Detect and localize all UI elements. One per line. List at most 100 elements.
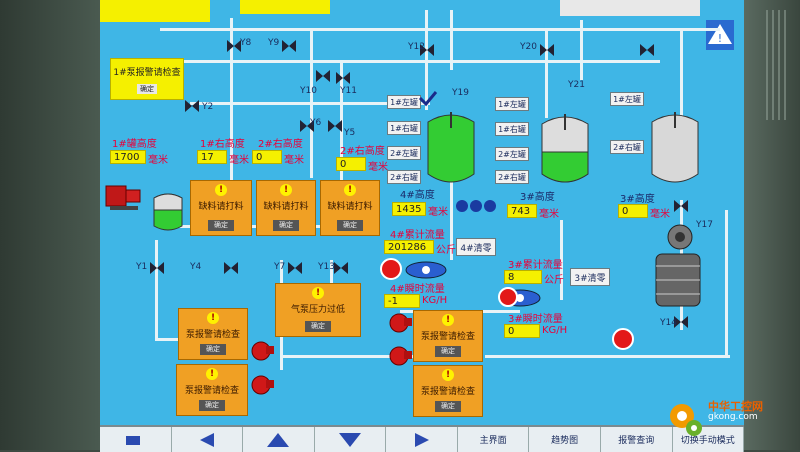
arrow-right-icon [414,432,429,447]
pump-alarm-box-3: !泵报警请检查确定 [413,310,483,362]
flow-4-inst-unit: KG/H [422,295,448,306]
pump-ack-button[interactable]: 确定 [435,346,461,357]
alarm-query-button[interactable]: 报警查询 [601,427,673,452]
arrow-down-icon [338,432,361,447]
flow-4-total-value: 201286 [384,240,434,254]
tank-select-button[interactable]: 2#右罐 [495,170,529,184]
tank-select-button[interactable]: 1#左罐 [387,95,421,109]
valve-icon[interactable] [336,72,350,84]
tank-6-level-label: 3#高度 [620,194,655,205]
valve-label: Y9 [268,38,280,48]
tank-select-button[interactable]: 1#左罐 [610,92,644,106]
pump-1-ack-button[interactable]: 确定 [137,83,157,94]
pump-icon[interactable] [250,340,276,362]
home-icon-button[interactable] [100,427,172,452]
valve-icon[interactable] [300,120,314,132]
valve-label: Y12 [408,42,425,52]
valve-icon[interactable] [150,262,164,274]
pump-alarm-text: 泵报警请检查 [184,386,239,396]
flow-3-reset-button[interactable]: 3#清零 [570,268,610,286]
up-screen-button[interactable] [243,427,315,452]
down-screen-button[interactable] [315,427,387,452]
valve-icon[interactable] [282,40,296,52]
transfer-pump-icon [456,200,496,212]
valve-icon[interactable] [227,40,241,52]
tank-select-button[interactable]: 2#右罐 [387,170,421,184]
flow-4-inst-label: 4#瞬时流量 [390,284,445,295]
tank-l-level-value: 17 [197,150,227,164]
tank-3-level-label: 2#右高度 [340,146,385,157]
pump-1-alarm-text: 1#泵报警请检查 [113,67,181,78]
tank-select-button[interactable]: 2#右罐 [610,140,644,154]
flow-4-status-light[interactable] [380,258,402,280]
valve-icon[interactable] [185,100,199,112]
pump-ack-button[interactable]: 确定 [200,344,226,355]
pump-ack-button[interactable]: 确定 [199,400,225,411]
tank-select-button[interactable]: 1#右罐 [387,121,421,135]
flow-3-status-light[interactable] [498,287,518,307]
hmi-screen: ! 1#泵报警请检查 确定 1#罐高度 1700 毫米 [100,0,744,425]
tank-select-button[interactable]: 1#左罐 [495,97,529,111]
pump-icon[interactable] [250,374,276,396]
feed-alarm-text: 缺料请打料 [198,202,244,212]
header-block [560,0,700,16]
flow-4-total-unit: 公斤 [436,245,456,256]
valve-icon[interactable] [288,262,302,274]
valve-label: Y7 [274,262,286,272]
pump-icon[interactable] [388,312,414,334]
manual-mode-button[interactable]: 切换手动模式 [673,427,745,452]
valve-label: Y1 [136,262,148,272]
feed-ack-button[interactable]: 确定 [337,220,363,231]
tank-6-level-unit: 毫米 [650,209,670,220]
tank-5-level-value: 743 [507,204,537,218]
valve-icon[interactable] [224,262,238,274]
valve-icon[interactable] [640,44,654,56]
tank-2-level-label: 2#右高度 [258,139,303,150]
tank-select-button[interactable]: 2#左罐 [495,147,529,161]
tank-5-level-label: 3#高度 [520,192,555,203]
feed-ack-button[interactable]: 确定 [273,220,299,231]
tank-1-icon [153,193,183,231]
pump-ack-button[interactable]: 确定 [435,401,461,412]
flow-4-total-label: 4#累计流量 [390,230,445,241]
flow-4-reset-button[interactable]: 4#清零 [456,238,496,256]
valve-icon[interactable] [420,44,434,56]
trend-screen-button[interactable]: 趋势图 [529,427,601,452]
feed-alarm-text: 缺料请打料 [263,202,309,212]
valve-icon[interactable] [328,120,342,132]
tank-6-level-value: 0 [618,204,648,218]
tank-5-level-unit: 毫米 [539,209,559,220]
valve-label: Y11 [340,86,357,96]
pump-1-icon[interactable] [104,180,146,212]
tank-l-level-unit: 毫米 [229,155,249,166]
tank-4-level-value: 1435 [392,202,426,216]
valve-icon[interactable] [316,70,330,82]
bottom-toolbar: 主界面 趋势图 报警查询 切换手动模式 [100,425,745,452]
watermark-text: 中华工控网 [708,400,763,413]
valve-icon[interactable] [674,316,688,328]
prev-screen-button[interactable] [172,427,244,452]
status-light[interactable] [612,328,634,350]
feed-alarm-box-2: !缺料请打料确定 [256,180,316,236]
flowmeter-4-icon [405,261,447,279]
valve-label: Y21 [568,80,585,90]
valve-icon[interactable] [674,200,688,212]
tank-select-button[interactable]: 2#左罐 [387,146,421,160]
valve-label: Y14 [660,318,677,328]
tank-1-level-value: 1700 [110,150,146,164]
flow-3-total-unit: 公斤 [544,275,564,286]
main-screen-button[interactable]: 主界面 [458,427,530,452]
tank-select-button[interactable]: 1#右罐 [495,122,529,136]
valve-icon[interactable] [334,262,348,274]
feed-ack-button[interactable]: 确定 [208,220,234,231]
next-screen-button[interactable] [386,427,458,452]
flow-3-inst-label: 3#瞬时流量 [508,314,563,325]
valve-label: Y13 [318,262,335,272]
pump-icon[interactable] [388,345,414,367]
air-ack-button[interactable]: 确定 [305,321,331,332]
valve-label: Y20 [520,42,537,52]
valve-icon[interactable] [540,44,554,56]
flow-4-inst-value: -1 [384,294,420,308]
warning-sign-icon[interactable]: ! [706,20,734,50]
